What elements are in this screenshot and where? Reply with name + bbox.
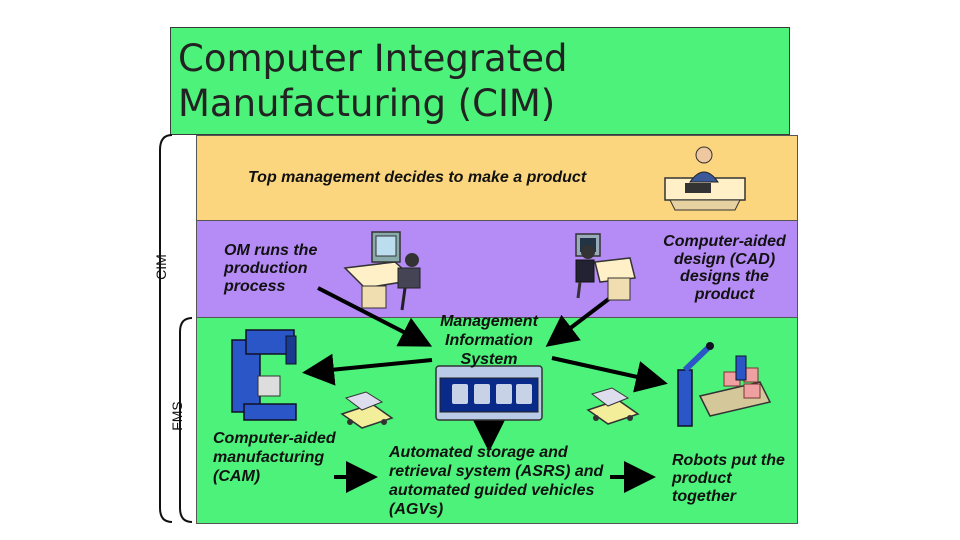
cam-machine-icon — [231, 329, 297, 421]
label-robots: Robots put the product together — [672, 452, 785, 505]
arrow-mis-to-robots — [551, 356, 668, 393]
om-workstation-icon — [343, 231, 421, 311]
manager-desk-icon — [664, 146, 746, 211]
title-panel — [170, 27, 790, 135]
label-om: OM runs the production process — [224, 242, 318, 295]
arrow-mis-to-cam — [302, 353, 433, 386]
arrow-cad-to-mis — [545, 290, 620, 347]
slide-title: Computer Integrated Manufacturing (CIM) — [178, 37, 568, 125]
label-cam: Computer-aided manufacturing (CAM) — [213, 430, 336, 485]
cim-bracket — [159, 134, 173, 523]
agv-cart-icon — [340, 391, 394, 429]
fms-side-label: FMS — [169, 401, 185, 431]
label-asrs: Automated storage and retrieval system (… — [389, 444, 604, 518]
agv-cart-icon-2 — [586, 387, 640, 425]
label-top-management: Top management decides to make a product — [248, 169, 587, 186]
label-mis: Management Information System — [440, 313, 538, 368]
mis-computer-icon — [435, 365, 543, 421]
robot-assembly-icon — [677, 342, 772, 427]
arrow-om-to-mis — [317, 286, 433, 347]
cim-side-label: CIM — [153, 254, 169, 280]
label-cad: Computer-aided design (CAD) designs the … — [663, 233, 786, 303]
fms-bracket — [179, 317, 193, 523]
cad-workstation-icon — [575, 233, 636, 301]
